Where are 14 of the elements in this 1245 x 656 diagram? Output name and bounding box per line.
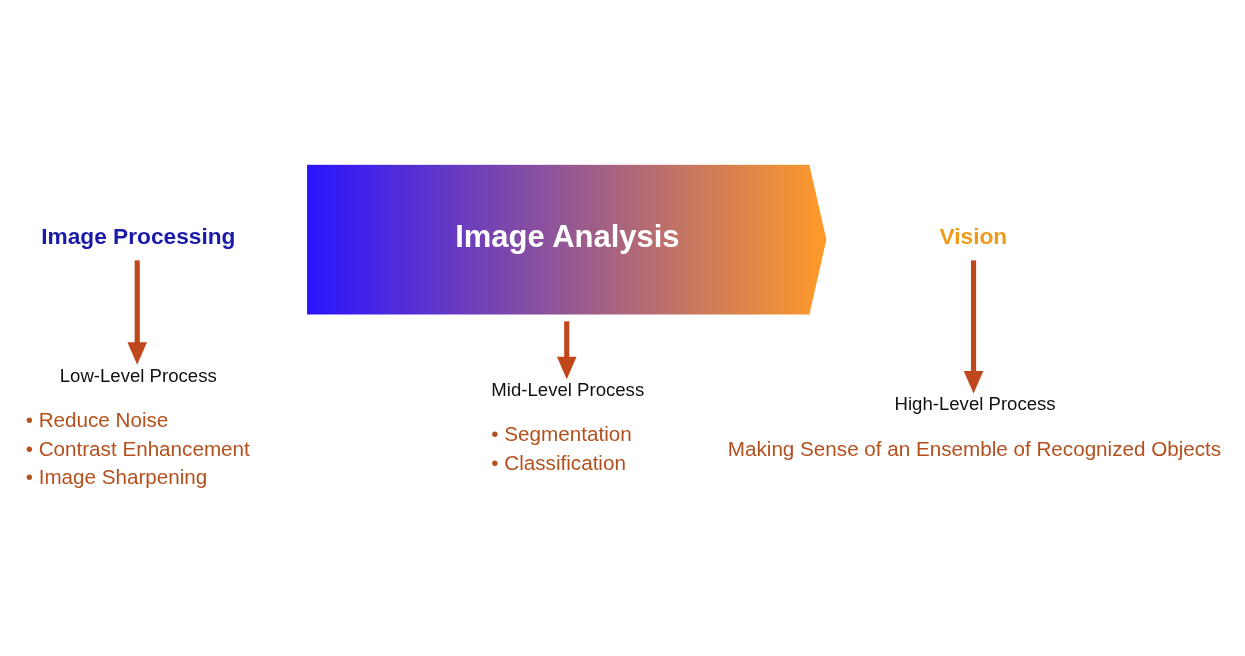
node-label: • Classification <box>491 450 626 474</box>
node-label: • Reduce Noise <box>25 407 169 431</box>
arrow <box>963 259 984 393</box>
arrow <box>556 320 577 379</box>
node-text: Image Processing <box>41 222 236 249</box>
node-label: • Image Sharpening <box>25 464 208 488</box>
arrow <box>127 259 148 365</box>
node-text: Mid-Level Process <box>491 378 645 400</box>
node-label: • Segmentation <box>491 421 632 445</box>
node-label: • Contrast Enhancement <box>25 436 250 459</box>
node-text: Low-Level Process <box>59 364 217 386</box>
node-text: High-Level Process <box>894 392 1056 414</box>
node-label: Making Sense of an Ensemble of Recognized Objects <box>727 436 1222 459</box>
node-text: Vision <box>939 222 1008 249</box>
